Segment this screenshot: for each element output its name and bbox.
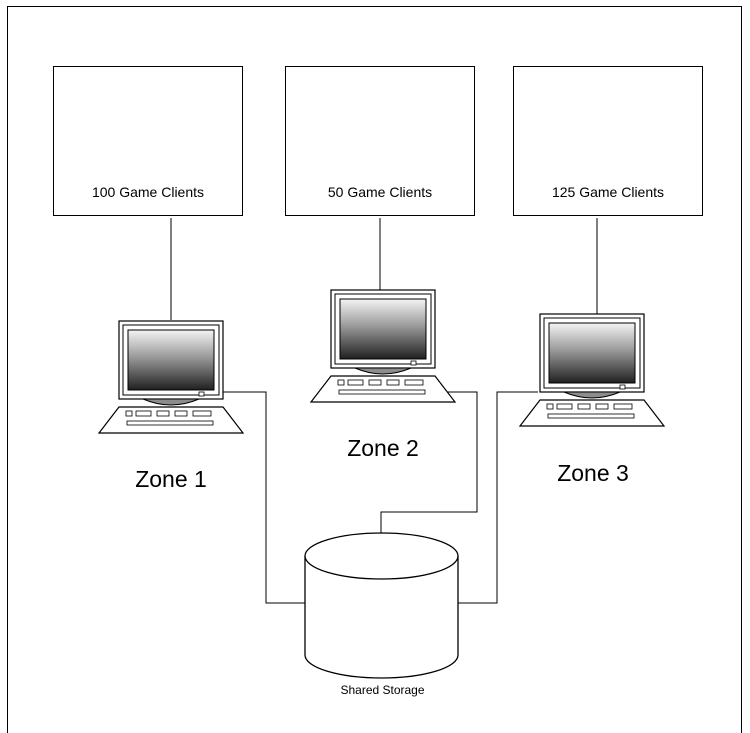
link-zone2-storage	[380, 391, 478, 548]
link-zone1-storage	[222, 391, 305, 604]
zone-label: Zone 3	[557, 460, 629, 486]
client-group-label: 100 Game Clients	[91, 184, 205, 200]
client-group-box: 100 Game Clients	[53, 66, 243, 216]
storage-label: Shared Storage	[340, 683, 425, 697]
link-zone3-storage	[458, 391, 538, 604]
client-group-label: 50 Game Clients	[327, 184, 433, 200]
client-group-box: 125 Game Clients	[513, 66, 703, 216]
client-group-box: 50 Game Clients	[285, 66, 475, 216]
zone2-computer-icon	[310, 289, 456, 403]
diagram-frame	[7, 6, 742, 733]
client-group-label: 125 Game Clients	[551, 184, 665, 200]
zone-label: Zone 2	[347, 435, 419, 461]
zone1-computer-icon	[98, 320, 244, 434]
database-icon	[304, 532, 459, 679]
zone3-computer-icon	[519, 313, 665, 427]
zone-label: Zone 1	[135, 466, 207, 492]
